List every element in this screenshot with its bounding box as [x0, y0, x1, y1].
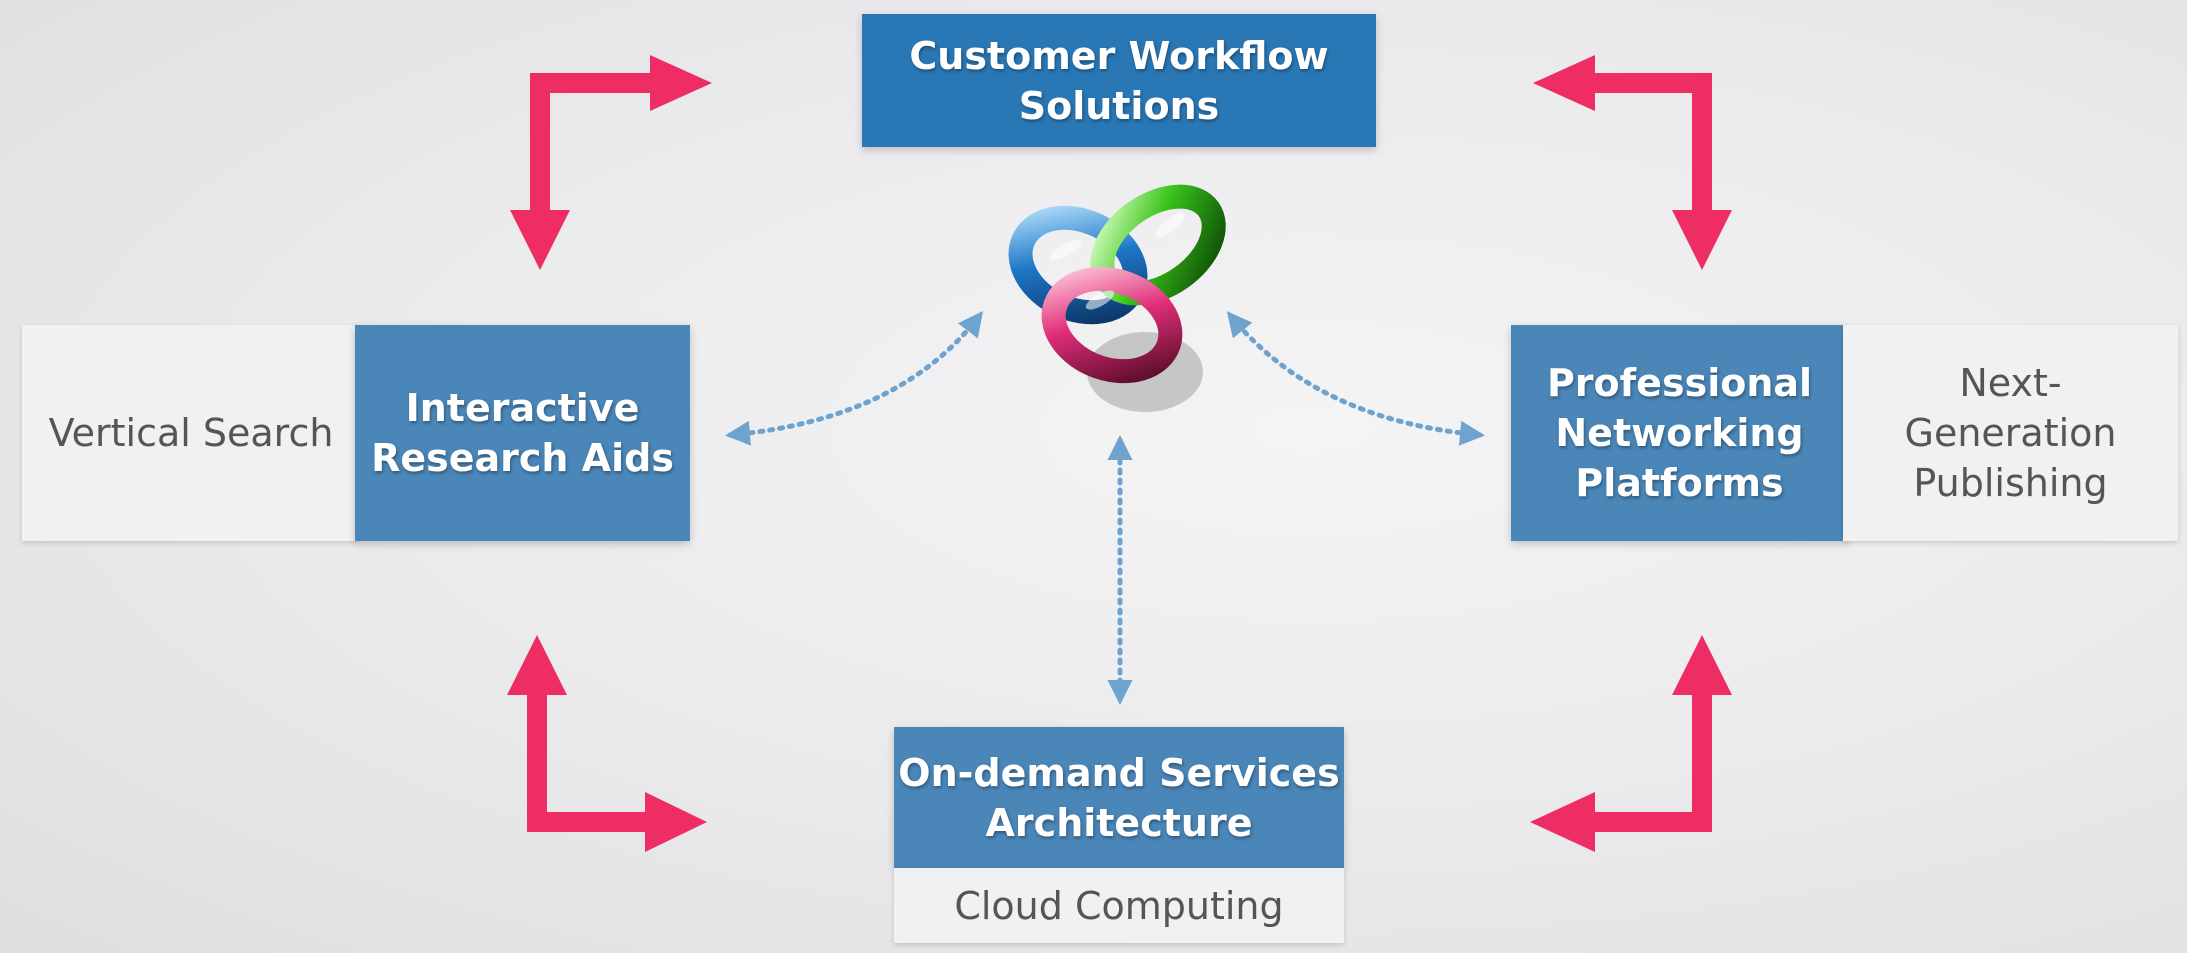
on-demand-services-architecture-label: On-demand Services Architecture — [898, 750, 1340, 845]
professional-networking-platforms-box: Professional Networking Platforms — [1511, 325, 1848, 541]
professional-networking-platforms-label: Professional Networking Platforms — [1546, 361, 1813, 505]
next-generation-publishing-box: Next- Generation Publishing — [1843, 325, 2178, 541]
interlocked-rings-logo — [1008, 184, 1226, 412]
dotted-connector-right — [1226, 311, 1485, 446]
on-demand-services-architecture-box: On-demand Services Architecture — [894, 727, 1344, 868]
arrow-head-icon — [650, 55, 712, 111]
pink-arrow-top-left — [530, 73, 652, 218]
next-generation-publishing-label: Next- Generation Publishing — [1904, 361, 2117, 505]
arrow-head-icon — [507, 635, 567, 695]
customer-workflow-solutions-box: Customer Workflow Solutions — [862, 14, 1376, 147]
pink-arrow-bottom-right — [1590, 690, 1712, 832]
cloud-computing-label: Cloud Computing — [954, 883, 1284, 928]
pink-arrow-top-right — [1593, 73, 1712, 218]
pink-arrow-bottom-left — [527, 690, 650, 832]
cloud-computing-box: Cloud Computing — [894, 868, 1344, 943]
vertical-search-label: Vertical Search — [48, 411, 334, 455]
vertical-search-box: Vertical Search — [22, 325, 360, 541]
customer-workflow-solutions-label: Customer Workflow Solutions — [909, 33, 1329, 128]
arrow-head-icon — [510, 210, 570, 270]
arrow-head-icon — [645, 792, 707, 852]
interactive-research-aids-label: Interactive Research Aids — [371, 386, 674, 480]
dotted-connector-left — [725, 311, 984, 446]
arrow-head-icon — [1533, 55, 1595, 111]
interactive-research-aids-box: Interactive Research Aids — [355, 325, 690, 541]
arrow-head-icon — [1530, 792, 1595, 852]
arrow-head-icon — [1672, 635, 1732, 695]
arrow-head-icon — [1672, 210, 1732, 270]
